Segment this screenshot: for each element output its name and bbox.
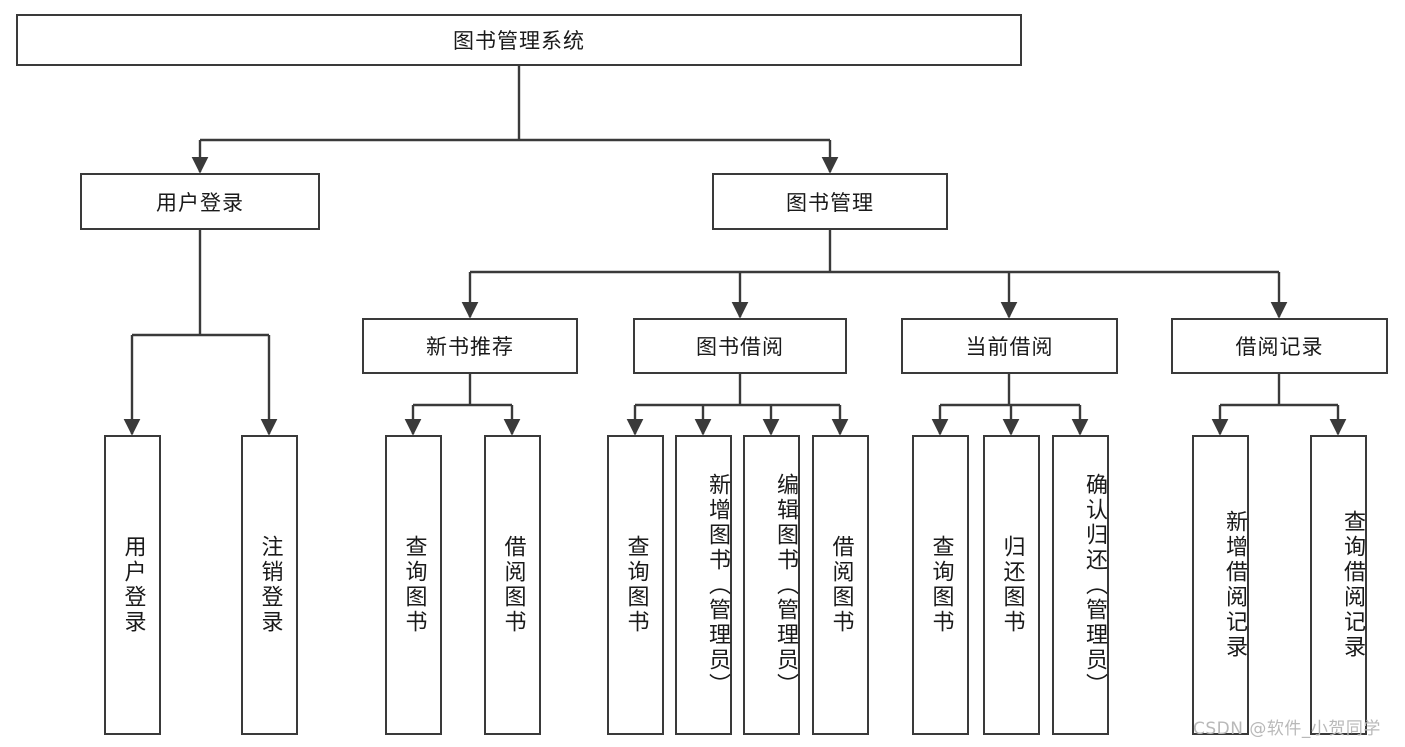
node-new-book-rec[interactable]: 新书推荐: [362, 318, 578, 374]
csdn-watermark: CSDN @软件_小贺同学: [1193, 719, 1381, 739]
node-label: 借阅记录: [1235, 335, 1324, 359]
node-root[interactable]: 图书管理系统: [16, 14, 1022, 66]
node-leaf-query-record[interactable]: 查询借阅记录: [1310, 435, 1367, 735]
node-leaf-add-record[interactable]: 新增借阅记录: [1192, 435, 1249, 735]
node-label: 借阅图书: [500, 535, 526, 635]
node-label: 归还图书: [999, 535, 1025, 635]
node-label: 用户登录: [156, 190, 244, 215]
node-label: 注销登录: [257, 535, 283, 635]
node-book-manage[interactable]: 图书管理: [712, 173, 948, 230]
node-label: 确认归还（管理员）: [1082, 472, 1107, 698]
node-leaf-query-book-2[interactable]: 查询图书: [607, 435, 664, 735]
node-leaf-add-book[interactable]: 新增图书（管理员）: [675, 435, 732, 735]
node-leaf-borrow-book-1[interactable]: 借阅图书: [484, 435, 541, 735]
node-label: 图书借阅: [696, 335, 784, 359]
node-label: 图书管理: [786, 190, 874, 215]
node-borrow-record[interactable]: 借阅记录: [1171, 318, 1388, 374]
node-label: 查询图书: [401, 535, 427, 635]
node-label: 编辑图书（管理员）: [773, 472, 798, 698]
node-leaf-return-book[interactable]: 归还图书: [983, 435, 1040, 735]
node-label: 新增借阅记录: [1222, 510, 1247, 660]
node-label: 新增图书（管理员）: [705, 472, 730, 698]
node-leaf-user-login[interactable]: 用户登录: [104, 435, 161, 735]
node-label: 查询图书: [623, 535, 649, 635]
node-label: 查询借阅记录: [1340, 510, 1365, 660]
node-current-borrow[interactable]: 当前借阅: [901, 318, 1118, 374]
node-label: 图书管理系统: [453, 29, 585, 53]
node-user-login[interactable]: 用户登录: [80, 173, 320, 230]
node-label: 查询图书: [928, 535, 954, 635]
node-label: 当前借阅: [965, 335, 1054, 359]
node-leaf-edit-book[interactable]: 编辑图书（管理员）: [743, 435, 800, 735]
node-leaf-confirm-return[interactable]: 确认归还（管理员）: [1052, 435, 1109, 735]
node-label: 用户登录: [120, 535, 146, 635]
node-leaf-query-book-3[interactable]: 查询图书: [912, 435, 969, 735]
node-book-borrow[interactable]: 图书借阅: [633, 318, 847, 374]
node-label: 借阅图书: [828, 535, 854, 635]
node-leaf-logout[interactable]: 注销登录: [241, 435, 298, 735]
node-label: 新书推荐: [426, 335, 514, 359]
node-leaf-borrow-book-2[interactable]: 借阅图书: [812, 435, 869, 735]
node-leaf-query-book-1[interactable]: 查询图书: [385, 435, 442, 735]
